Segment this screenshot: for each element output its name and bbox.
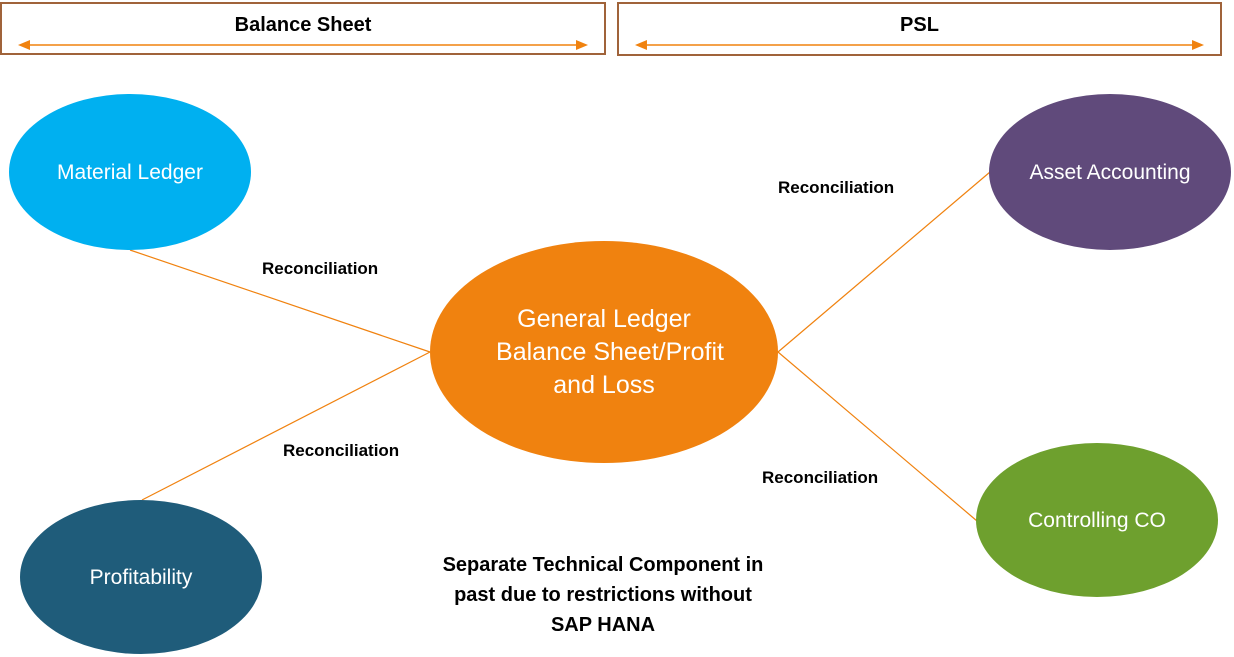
balance-sheet-header-label: Balance Sheet bbox=[234, 14, 372, 36]
general-ledger-shape bbox=[430, 241, 778, 463]
node-general-ledger: General Ledger Balance Sheet/Profit and … bbox=[430, 241, 778, 463]
edge-label-asset-accounting: Reconciliation bbox=[778, 178, 894, 197]
profitability-shape bbox=[20, 500, 262, 654]
material-ledger-shape bbox=[9, 94, 251, 250]
hana-note-line-3: SAP HANA bbox=[550, 614, 656, 636]
hana-note: Separate Technical Component in past due… bbox=[403, 550, 803, 640]
asset-accounting-shape bbox=[989, 94, 1231, 250]
general-ledger-label-line-2: Balance Sheet/Profit bbox=[496, 338, 724, 366]
psl-header-label: PSL bbox=[900, 14, 939, 36]
node-controlling-co: Controlling CO bbox=[976, 443, 1218, 597]
edge-label-material-ledger: Reconciliation bbox=[262, 259, 378, 278]
psl-span-arrow bbox=[635, 39, 1204, 51]
hana-note-line-1: Separate Technical Component in bbox=[442, 554, 764, 576]
balance-sheet-span-arrow bbox=[18, 39, 588, 51]
edge-label-profitability: Reconciliation bbox=[283, 441, 399, 460]
profitability-label: Profitability bbox=[90, 566, 193, 589]
node-profitability: Profitability bbox=[20, 500, 262, 654]
connector-controlling-co bbox=[777, 351, 978, 522]
general-ledger-label-line-1: General Ledger bbox=[517, 305, 691, 333]
controlling-co-label: Controlling CO bbox=[1028, 509, 1166, 532]
connector-profitability bbox=[141, 351, 431, 501]
balance-sheet-header: Balance Sheet bbox=[0, 2, 606, 55]
material-ledger-label: Material Ledger bbox=[57, 161, 203, 184]
controlling-co-shape bbox=[976, 443, 1218, 597]
hana-note-line-2: past due to restrictions without bbox=[454, 584, 752, 606]
edge-label-controlling-co: Reconciliation bbox=[762, 468, 878, 487]
connector-material-ledger bbox=[129, 249, 431, 353]
psl-header: PSL bbox=[617, 2, 1222, 56]
node-asset-accounting: Asset Accounting bbox=[989, 94, 1231, 250]
node-material-ledger: Material Ledger bbox=[9, 94, 251, 250]
asset-accounting-label: Asset Accounting bbox=[1029, 161, 1190, 184]
connector-asset-accounting bbox=[777, 171, 991, 353]
general-ledger-label-line-3: and Loss bbox=[553, 371, 654, 399]
